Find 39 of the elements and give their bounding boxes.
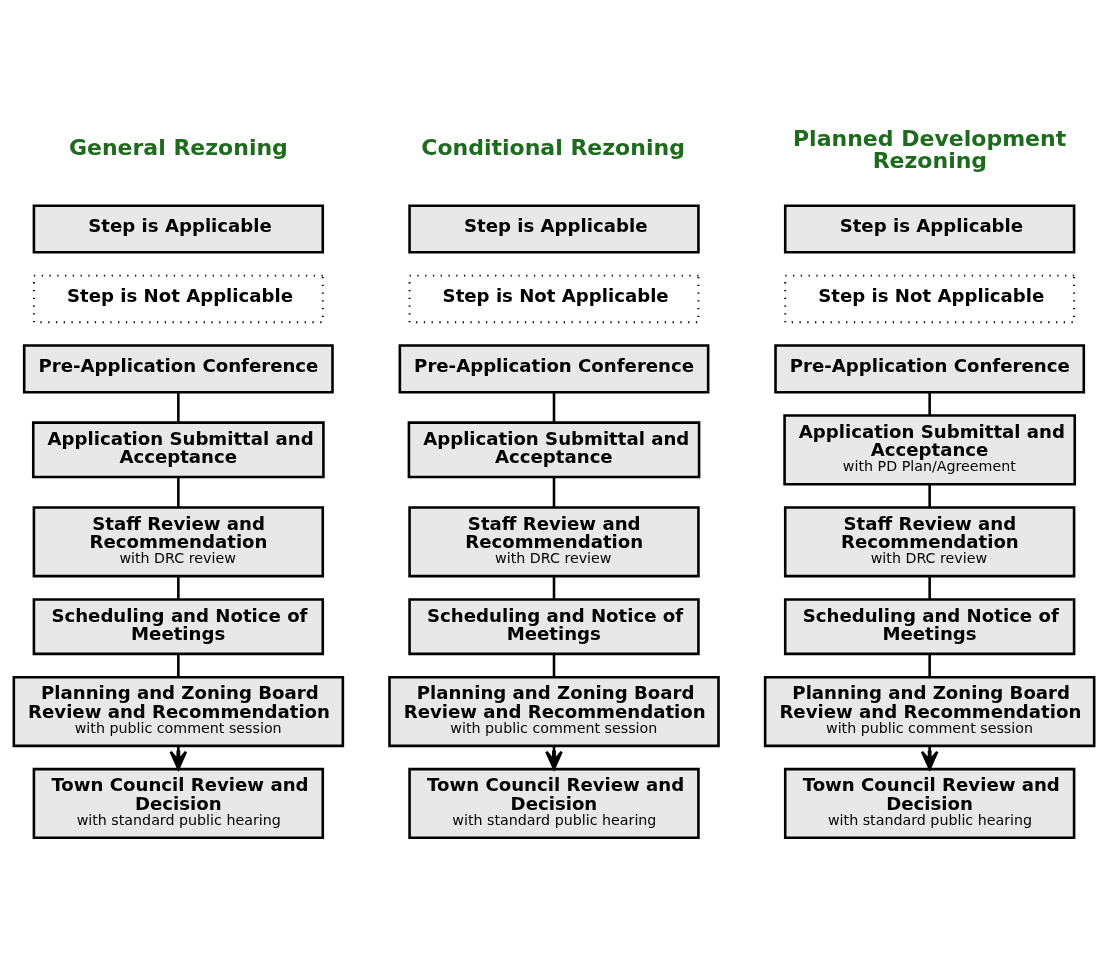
connector: [177, 654, 180, 678]
label: Conditional Rezoning: [421, 135, 685, 161]
node-box: Staff Review and Recommendation with DRC review: [408, 506, 700, 578]
label: Planned Development Rezoning: [793, 125, 1067, 173]
connector: [928, 654, 931, 678]
node-box: Application Submittal and Acceptance: [407, 421, 701, 479]
node-box: Planning and Zoning Board Review and Recommendation with public comment session: [763, 675, 1096, 748]
node-box: Pre-Application Conference: [22, 344, 334, 394]
connector: [552, 477, 556, 508]
connector: [552, 392, 556, 423]
node-box: Town Council Review and Decision with standard public hearing: [32, 767, 325, 840]
node-box: Planning and Zoning Board Review and Recommendation with public comment session: [12, 675, 345, 748]
node-box: Planning and Zoning Board Review and Recommendation with public comment session: [388, 675, 720, 748]
connector: [928, 484, 931, 507]
connector: [552, 654, 556, 678]
node-box: Step is Not Applicable: [784, 274, 1076, 324]
node-box: Application Submittal and Acceptance with PD Plan/Agreement: [783, 414, 1077, 486]
node-box: Town Council Review and Decision with standard public hearing: [783, 767, 1076, 840]
node-box: Pre-Application Conference: [774, 344, 1086, 394]
label: General Rezoning: [68, 135, 288, 161]
node-box: Scheduling and Notice of Meetings: [783, 598, 1076, 656]
connector: [177, 576, 180, 599]
node-box: Application Submittal and Acceptance: [31, 421, 325, 479]
node-box: Scheduling and Notice of Meetings: [32, 598, 325, 656]
node-box: Staff Review and Recommendation with DRC review: [783, 506, 1076, 578]
node-box: Scheduling and Notice of Meetings: [408, 598, 700, 656]
node-box: Step is Not Applicable: [408, 274, 700, 324]
connector: [177, 392, 180, 423]
node-box: Step is Applicable: [783, 204, 1076, 254]
node-box: Staff Review and Recommendation with DRC review: [32, 506, 325, 578]
node-box: Town Council Review and Decision with standard public hearing: [408, 767, 700, 840]
node-box: Step is Applicable: [32, 204, 325, 254]
connector: [928, 576, 931, 599]
connector: [928, 392, 931, 416]
node-box: Pre-Application Conference: [398, 344, 710, 394]
node-box: Step is Applicable: [408, 204, 700, 254]
node-box: Step is Not Applicable: [32, 274, 324, 324]
connector: [552, 576, 556, 599]
connector: [177, 477, 180, 508]
